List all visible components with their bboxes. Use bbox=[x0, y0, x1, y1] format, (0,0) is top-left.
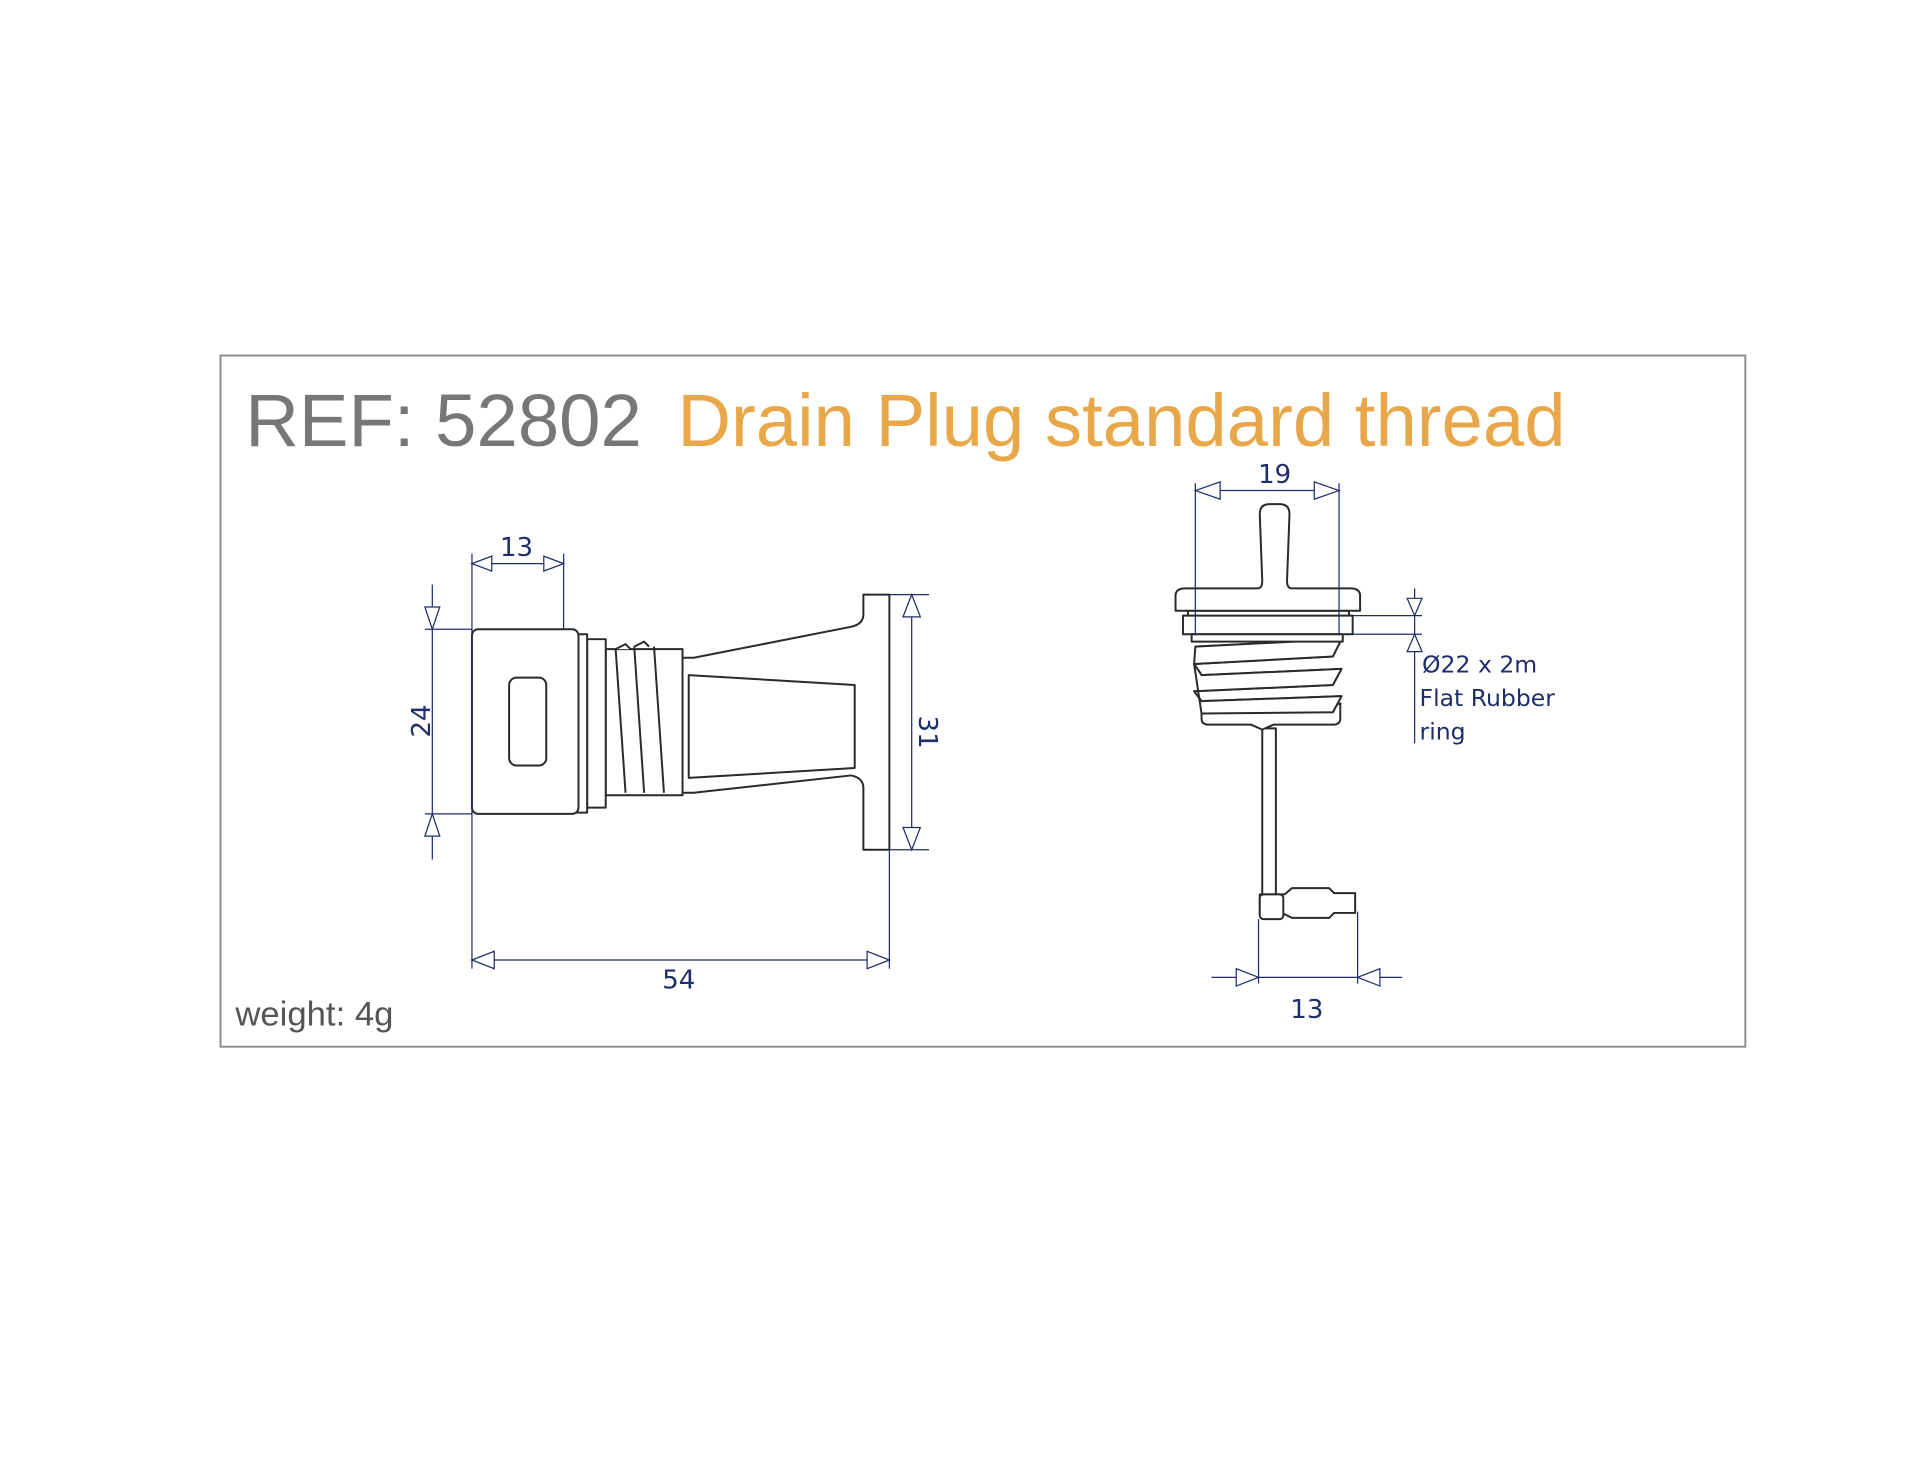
front-view bbox=[1174, 503, 1362, 921]
ring-note-ring: ring bbox=[1420, 718, 1466, 746]
product-name: Drain Plug standard thread bbox=[677, 379, 1565, 462]
ring-note-size: Ø22 x 2m bbox=[1422, 651, 1537, 679]
ring-note-type: Flat Rubber bbox=[1420, 684, 1556, 712]
dim-total-length: 54 bbox=[662, 966, 695, 996]
side-view bbox=[470, 593, 891, 851]
dim-flange-height: 31 bbox=[912, 716, 942, 749]
drawing-title: REF: 52802 Drain Plug standard thread bbox=[245, 379, 1565, 462]
front-view-dimensions: 19 Ø22 x 2m Flat Rubber ring 13 bbox=[1193, 460, 1556, 1025]
side-view-dimensions: 13 24 31 54 bbox=[407, 533, 942, 995]
ref-number: REF: 52802 bbox=[245, 379, 642, 462]
weight-label: weight: 4g bbox=[234, 996, 393, 1034]
dim-cap-height: 24 bbox=[407, 704, 437, 737]
dim-cap-length: 13 bbox=[500, 533, 533, 563]
dim-cap-width: 19 bbox=[1258, 460, 1291, 490]
dim-tip-width: 13 bbox=[1290, 995, 1323, 1025]
